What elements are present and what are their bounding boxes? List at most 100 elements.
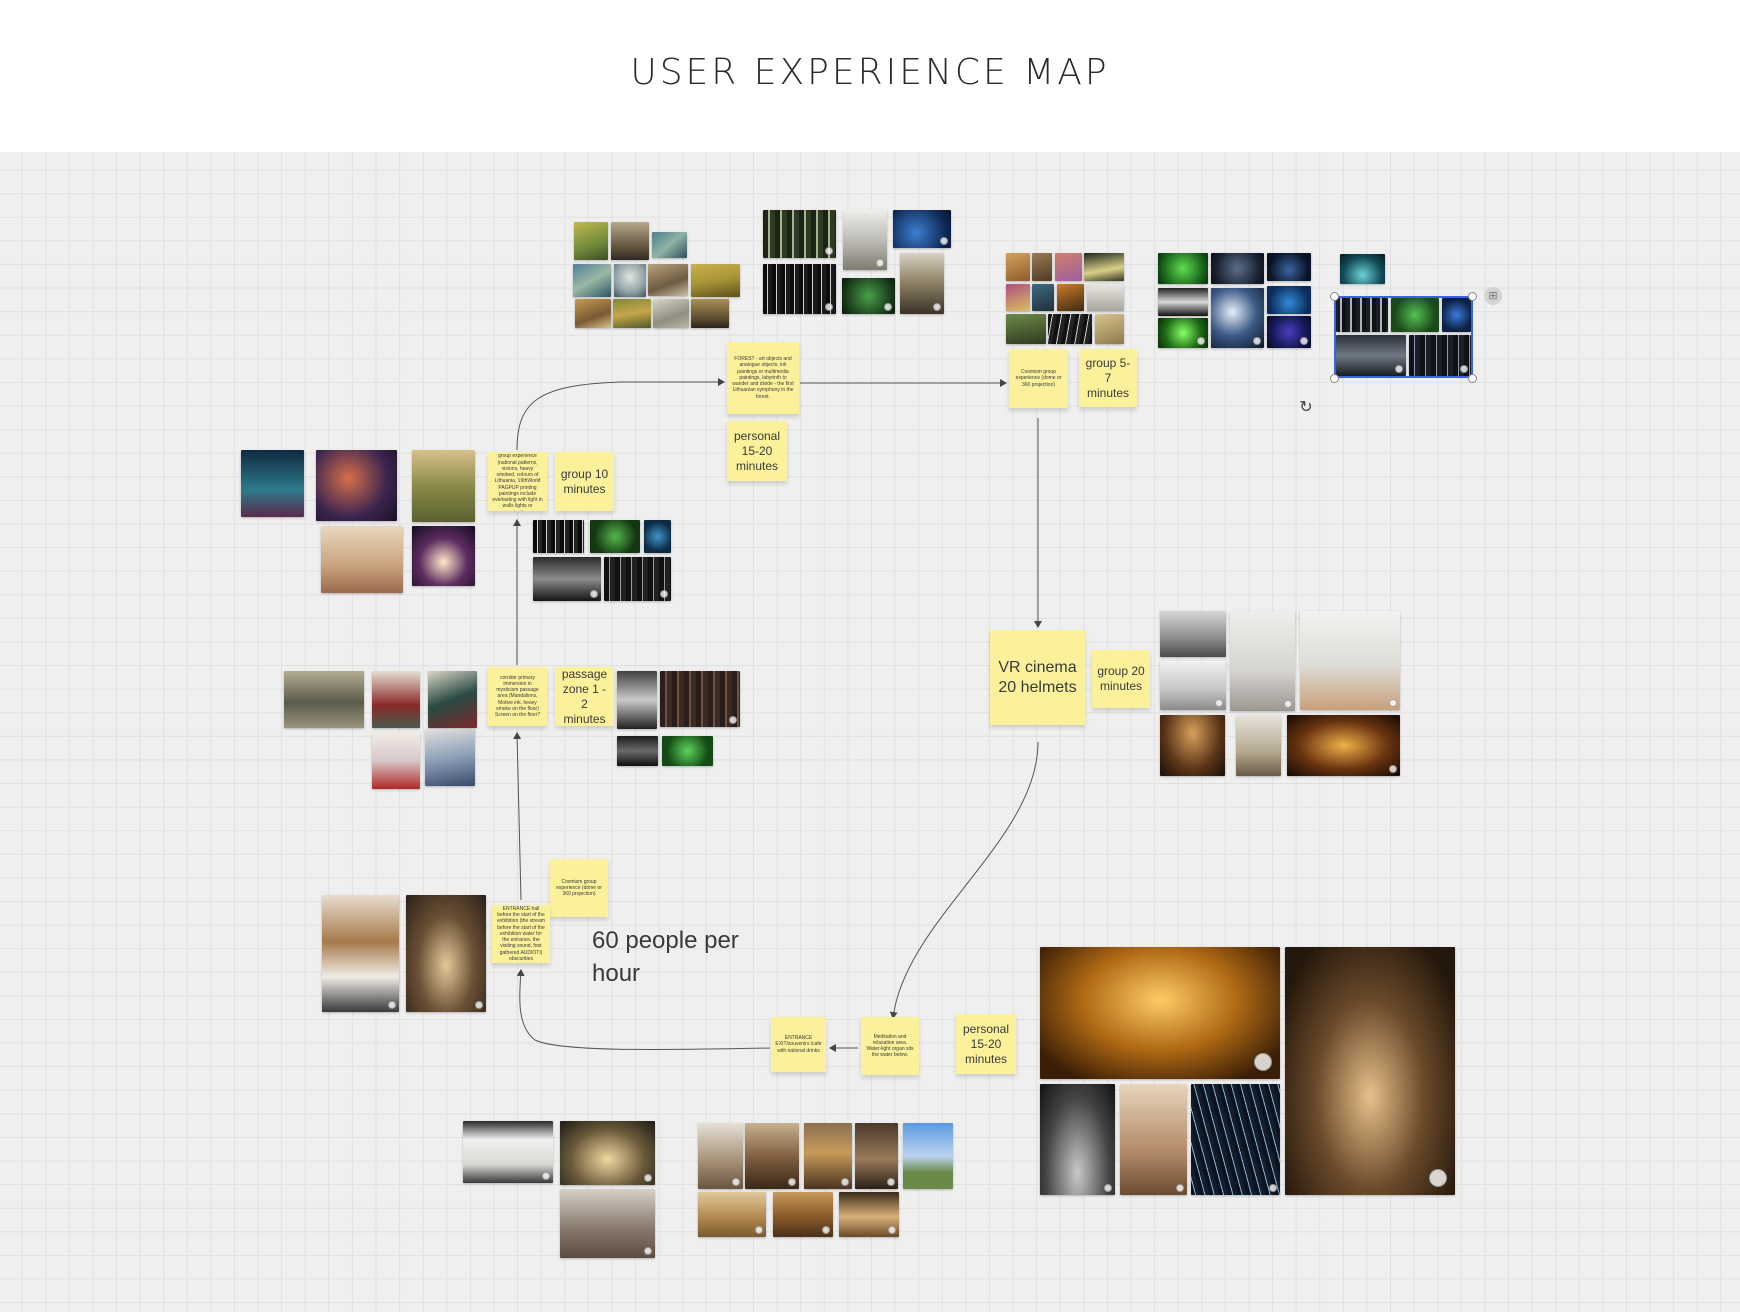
moodboard-image[interactable] [590, 520, 640, 553]
expand-icon[interactable] [475, 1001, 483, 1009]
moodboard-image[interactable] [691, 299, 729, 328]
sticky-note-cosmism-top[interactable]: Cosmism group experience (dome or 360 pr… [1009, 349, 1068, 408]
moodboard-image[interactable] [1236, 715, 1281, 776]
moodboard-image[interactable] [1336, 335, 1406, 376]
moodboard-image[interactable] [1287, 715, 1400, 776]
moodboard-image[interactable] [842, 278, 895, 314]
moodboard-image[interactable] [1006, 284, 1030, 311]
moodboard-image[interactable] [1336, 298, 1388, 332]
sticky-note-meditation-time[interactable]: personal 15-20 minutes [956, 1014, 1016, 1074]
expand-icon[interactable] [732, 1178, 740, 1186]
moodboard-image[interactable] [321, 526, 403, 593]
expand-icon[interactable] [1253, 337, 1261, 345]
moodboard-image[interactable] [843, 210, 887, 270]
expand-icon[interactable] [729, 716, 737, 724]
moodboard-image[interactable] [662, 736, 713, 766]
expand-icon[interactable] [825, 303, 833, 311]
resize-handle[interactable] [1468, 292, 1477, 301]
moodboard-image[interactable] [1040, 947, 1280, 1079]
moodboard-image[interactable] [644, 520, 671, 553]
moodboard-image[interactable] [533, 557, 601, 601]
moodboard-image[interactable] [893, 210, 951, 248]
moodboard-image[interactable] [1057, 284, 1084, 311]
moodboard-image[interactable] [617, 736, 658, 766]
expand-icon[interactable] [1460, 365, 1468, 373]
moodboard-image[interactable] [745, 1123, 799, 1189]
expand-icon[interactable] [660, 590, 668, 598]
moodboard-image[interactable] [611, 222, 649, 260]
moodboard-image[interactable] [1006, 253, 1030, 281]
expand-icon[interactable] [825, 247, 833, 255]
moodboard-image[interactable] [652, 232, 687, 258]
expand-icon[interactable] [888, 1226, 896, 1234]
moodboard-image[interactable] [1032, 284, 1054, 311]
moodboard-image[interactable] [614, 264, 646, 297]
moodboard-image[interactable] [1391, 298, 1439, 332]
expand-icon[interactable] [1284, 700, 1292, 708]
moodboard-image[interactable] [1211, 288, 1264, 348]
sticky-note-corridor-time[interactable]: passage zone 1 - 2 minutes [555, 667, 614, 726]
sticky-note-cosmism-top-time[interactable]: group 5-7 minutes [1079, 349, 1137, 407]
moodboard-image[interactable] [855, 1123, 898, 1189]
sticky-note-vr-cinema[interactable]: VR cinema 20 helmets [990, 630, 1085, 725]
moodboard-image[interactable] [1120, 1084, 1187, 1195]
expand-icon[interactable] [1269, 1184, 1277, 1192]
expand-icon[interactable] [822, 1226, 830, 1234]
sticky-note-entrance-hall[interactable]: ENTRANCE hall before the start of the ex… [492, 905, 550, 963]
moodboard-image[interactable] [1055, 253, 1082, 281]
moodboard-image[interactable] [1211, 253, 1264, 284]
moodboard-image[interactable] [613, 299, 651, 328]
expand-icon[interactable] [1395, 365, 1403, 373]
moodboard-image[interactable] [698, 1123, 743, 1189]
resize-handle[interactable] [1330, 374, 1339, 383]
sticky-note-pagan[interactable]: Pagan Lithuania - group experience (nati… [488, 452, 547, 511]
moodboard-image[interactable] [1040, 1084, 1115, 1195]
expand-icon[interactable] [1215, 699, 1223, 707]
moodboard-image[interactable] [425, 729, 475, 786]
moodboard-image[interactable] [1409, 335, 1471, 376]
sticky-note-entrance-exit[interactable]: ENTRANCE EXIT/souvenirs /cafe with natio… [771, 1017, 826, 1072]
moodboard-image[interactable] [604, 557, 671, 601]
resize-handle[interactable] [1330, 292, 1339, 301]
moodboard-image[interactable] [1285, 947, 1455, 1195]
moodboard-image[interactable] [575, 299, 611, 328]
expand-icon[interactable] [1197, 337, 1205, 345]
expand-icon[interactable] [542, 1172, 550, 1180]
sticky-note-cosmism-bottom[interactable]: Cosmism group experience (dome or 360 pr… [550, 859, 608, 917]
expand-icon[interactable] [1254, 1053, 1272, 1071]
moodboard-image[interactable] [1032, 253, 1052, 281]
moodboard-image[interactable] [1087, 284, 1124, 311]
moodboard-image[interactable] [660, 671, 740, 727]
moodboard-image[interactable] [1340, 254, 1385, 284]
moodboard-image[interactable] [839, 1192, 899, 1237]
expand-icon[interactable] [940, 237, 948, 245]
expand-icon[interactable] [590, 590, 598, 598]
moodboard-image[interactable] [1442, 298, 1471, 332]
moodboard-image[interactable] [428, 671, 477, 728]
moodboard-image[interactable] [241, 450, 304, 517]
moodboard-image[interactable] [533, 520, 584, 553]
moodboard-image[interactable] [573, 264, 611, 297]
expand-icon[interactable] [1176, 1184, 1184, 1192]
moodboard-image[interactable] [617, 671, 657, 729]
moodboard-image[interactable] [1006, 314, 1046, 344]
moodboard-image[interactable] [1095, 314, 1124, 344]
moodboard-image[interactable] [1084, 253, 1124, 281]
moodboard-image[interactable] [1267, 286, 1311, 314]
expand-icon[interactable] [1300, 337, 1308, 345]
moodboard-image[interactable] [653, 299, 689, 328]
sticky-note-pagan-time[interactable]: group 10 minutes [555, 452, 614, 511]
moodboard-image[interactable] [560, 1121, 655, 1185]
sticky-note-corridor[interactable]: corridor primary immersion in mysticism … [488, 667, 547, 726]
moodboard-image[interactable] [1160, 611, 1226, 657]
moodboard-image[interactable] [372, 671, 420, 728]
moodboard-image[interactable] [1160, 661, 1226, 710]
moodboard-image[interactable] [1158, 288, 1208, 316]
sticky-note-forest[interactable]: FOREST - art objects and analogue object… [727, 342, 799, 414]
capacity-text[interactable]: 60 people per hour [592, 927, 739, 988]
moodboard-image[interactable] [1267, 253, 1311, 281]
expand-icon[interactable] [876, 259, 884, 267]
sticky-note-forest-time[interactable]: personal 15-20 minutes [727, 421, 787, 481]
expand-icon[interactable] [1429, 1169, 1447, 1187]
expand-icon[interactable] [887, 1178, 895, 1186]
